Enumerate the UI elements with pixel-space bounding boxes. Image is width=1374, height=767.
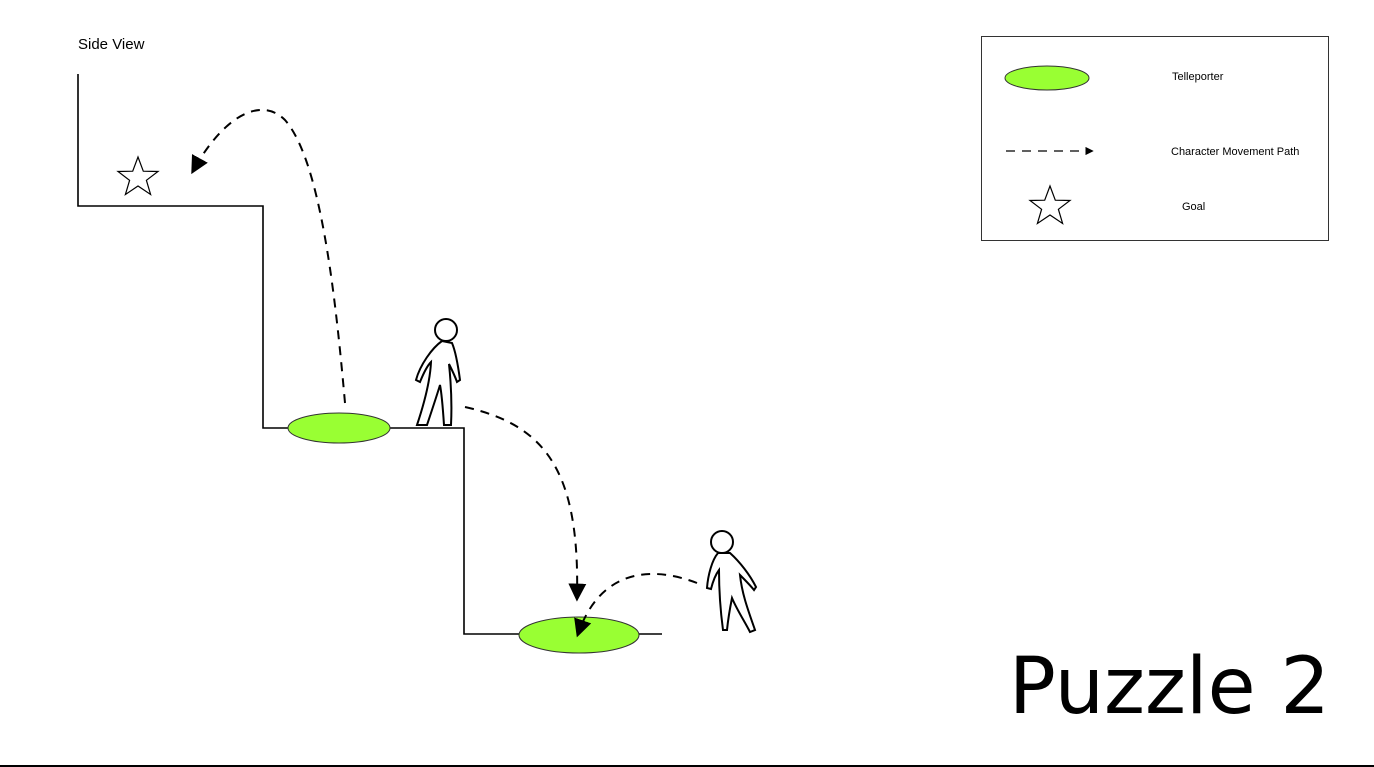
dashed-arrow-legend-icon (1006, 146, 1094, 156)
legend-teleporter-label: Telleporter (1172, 71, 1224, 83)
teleporter-upper (287, 412, 391, 444)
side-view-label: Side View (78, 36, 145, 53)
puzzle-title: Puzzle 2 (1008, 642, 1330, 732)
teleporter-legend-icon (1004, 65, 1090, 91)
character-icon-upper (414, 318, 462, 426)
movement-path-walk-to-teleporter (574, 572, 698, 638)
goal-legend-star-icon (1028, 184, 1072, 225)
goal-star-icon (116, 155, 160, 196)
legend-panel: Telleporter Character Movement Path Goal (981, 36, 1329, 241)
legend-path-label: Character Movement Path (1171, 146, 1300, 158)
teleporter-lower (518, 616, 640, 654)
character-icon-lower (705, 530, 758, 634)
movement-path-drop-down (464, 406, 587, 602)
legend-goal-label: Goal (1182, 201, 1206, 213)
bottom-divider (0, 765, 1374, 767)
movement-path-teleport-to-goal (191, 108, 346, 404)
staircase-terrain (77, 74, 662, 635)
